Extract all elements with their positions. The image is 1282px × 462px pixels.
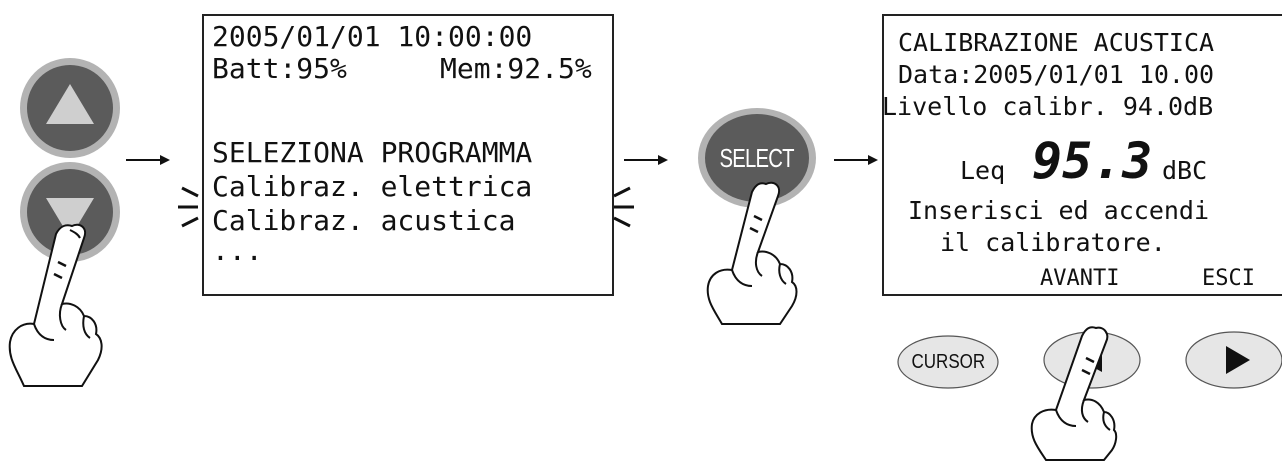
- lcd-screen-menu: 2005/01/01 10:00:00 Batt:95% Mem:92.5% S…: [202, 14, 614, 296]
- memory-text: Mem:92.5%: [440, 52, 592, 85]
- menu-item: ...: [212, 234, 263, 267]
- right-triangle-icon: [1226, 346, 1250, 374]
- arrow-right-icon: [624, 155, 668, 165]
- up-triangle-icon: [46, 84, 94, 124]
- down-triangle-icon: [46, 198, 94, 238]
- screen-title: CALIBRAZIONE ACUSTICA: [898, 28, 1215, 57]
- menu-item[interactable]: Calibraz. elettrica: [212, 170, 533, 203]
- arrow-right-icon: [834, 155, 878, 165]
- instruction-line-1: Inserisci ed accendi: [908, 196, 1210, 225]
- menu-title: SELEZIONA PROGRAMMA: [212, 136, 533, 169]
- select-button[interactable]: SELECT: [696, 106, 818, 210]
- softkey-esci-label: ESCI: [1202, 266, 1255, 291]
- leq-value: 95.3: [1032, 132, 1153, 190]
- cursor-button-label: CURSOR: [911, 350, 985, 373]
- blink-marks-right-icon: [613, 186, 634, 228]
- battery-text: Batt:95%: [212, 52, 347, 85]
- select-button-label: SELECT: [719, 142, 795, 173]
- lcd-screen-calibration: CALIBRAZIONE ACUSTICA Data:2005/01/01 10…: [882, 14, 1282, 296]
- menu-item[interactable]: Calibraz. acustica: [212, 204, 516, 237]
- cursor-button[interactable]: CURSOR: [896, 334, 1000, 390]
- select-button-shape: [698, 108, 816, 208]
- right-key-button[interactable]: [1184, 330, 1282, 390]
- date-text: Data:2005/01/01 10.00: [898, 60, 1215, 89]
- pointing-hand-icon: [706, 181, 798, 325]
- up-button[interactable]: [18, 56, 122, 160]
- datetime-text: 2005/01/01 10:00:00: [212, 20, 533, 53]
- down-button[interactable]: [18, 160, 122, 264]
- softkey-avanti-label: AVANTI: [1040, 266, 1120, 291]
- pointing-hand-icon: [8, 223, 103, 387]
- calibration-level-text: Livello calibr. 94.0dB: [882, 92, 1214, 121]
- arrow-right-icon: [126, 155, 170, 165]
- leq-unit: dBC: [1162, 156, 1208, 185]
- blink-marks-left-icon: [178, 186, 199, 228]
- leq-label: Leq: [960, 156, 1006, 185]
- instruction-line-2: il calibratore.: [940, 228, 1166, 257]
- cursor-button-shape: [897, 335, 999, 389]
- pointing-hand-icon: [1030, 326, 1118, 461]
